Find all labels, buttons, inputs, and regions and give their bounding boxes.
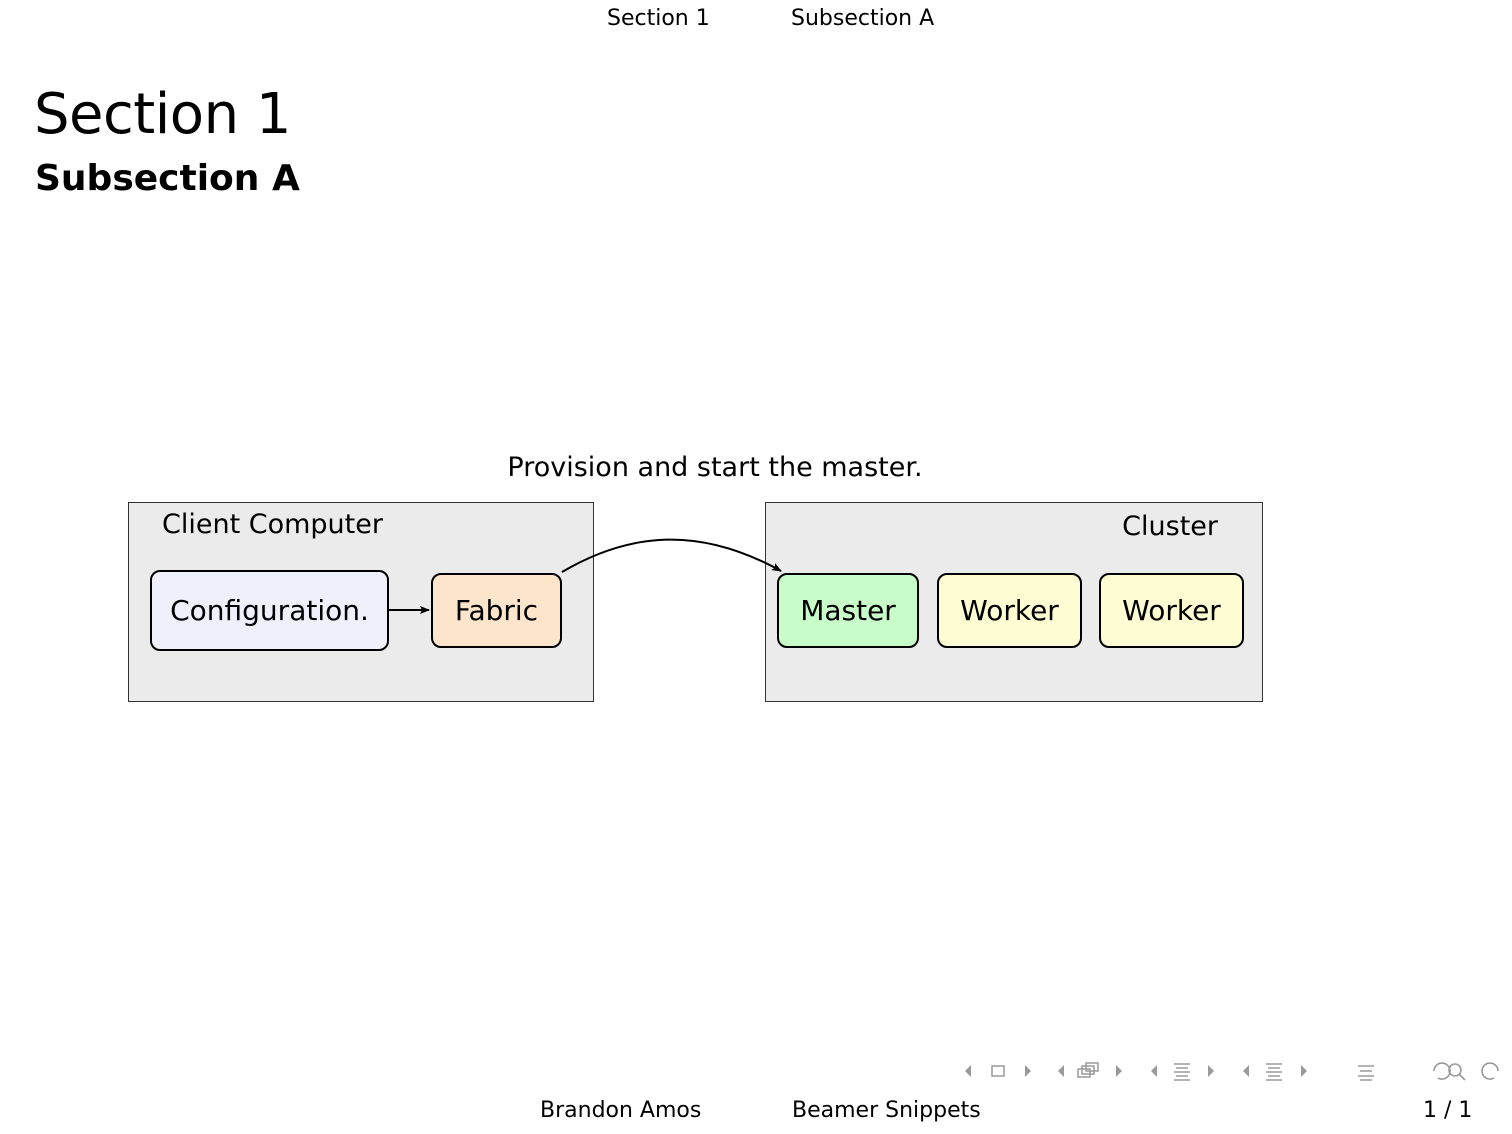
headline-subsection-link[interactable]: Subsection A — [791, 6, 935, 31]
nav-bar — [965, 1062, 1499, 1081]
nav-subsection-icon[interactable] — [1077, 1062, 1099, 1078]
client-computer-label: Client Computer — [162, 509, 383, 540]
nav-forward-icon[interactable] — [1481, 1062, 1499, 1080]
fabric-node: Fabric — [431, 573, 562, 648]
footline: Brandon Amos Beamer Snippets 1 / 1 — [0, 1098, 1512, 1130]
worker-node-label: Worker — [1122, 594, 1221, 627]
configuration-node-label: Configuration. — [170, 594, 369, 627]
navigation-symbols — [958, 1058, 1512, 1084]
footline-page-number: 1 / 1 — [1423, 1098, 1473, 1123]
nav-next-section-icon[interactable] — [1208, 1065, 1214, 1077]
nav-next-frame-icon[interactable] — [1025, 1065, 1031, 1077]
nav-prev-section-icon[interactable] — [1151, 1065, 1157, 1077]
nav-frame-icon[interactable] — [991, 1065, 1005, 1077]
nav-back-icon[interactable] — [1433, 1062, 1451, 1080]
headline: Section 1 Subsection A — [0, 6, 1512, 36]
nav-section-icon[interactable] — [1174, 1063, 1190, 1081]
worker-node-2: Worker — [1099, 573, 1244, 648]
nav-prev-doc-icon[interactable] — [1243, 1065, 1249, 1077]
footline-author: Brandon Amos — [540, 1098, 702, 1123]
diagram-caption: Provision and start the master. — [507, 452, 923, 483]
headline-section-link[interactable]: Section 1 — [607, 6, 710, 31]
fabric-to-master-arrow — [561, 538, 782, 573]
nav-next-doc-icon[interactable] — [1301, 1065, 1307, 1077]
footline-title: Beamer Snippets — [792, 1098, 981, 1123]
configuration-node: Configuration. — [150, 570, 389, 651]
worker-node-label: Worker — [960, 594, 1059, 627]
nav-prev-frame-icon[interactable] — [965, 1065, 971, 1077]
nav-toc-icon[interactable] — [1358, 1065, 1374, 1081]
master-node-label: Master — [800, 594, 896, 627]
frame-title: Section 1 — [34, 82, 292, 147]
nav-search-icon[interactable] — [1448, 1063, 1466, 1081]
fabric-node-label: Fabric — [454, 594, 539, 627]
nav-prev-subsection-icon[interactable] — [1058, 1065, 1064, 1077]
nav-next-subsection-icon[interactable] — [1116, 1065, 1122, 1077]
cluster-label: Cluster — [1122, 511, 1218, 542]
master-node: Master — [777, 573, 919, 648]
worker-node-1: Worker — [937, 573, 1082, 648]
nav-doc-icon[interactable] — [1266, 1063, 1282, 1081]
frame-subtitle: Subsection A — [35, 158, 300, 199]
